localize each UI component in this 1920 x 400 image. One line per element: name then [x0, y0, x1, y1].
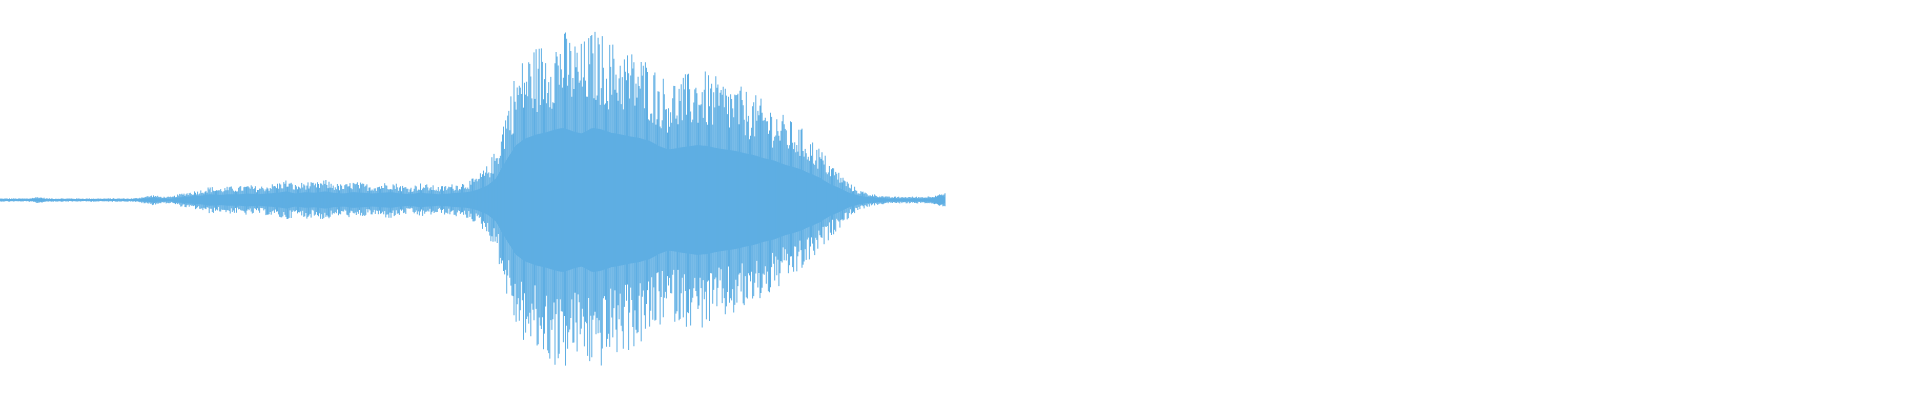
waveform-peaks	[0, 31, 946, 366]
circle-icon	[935, 195, 945, 205]
